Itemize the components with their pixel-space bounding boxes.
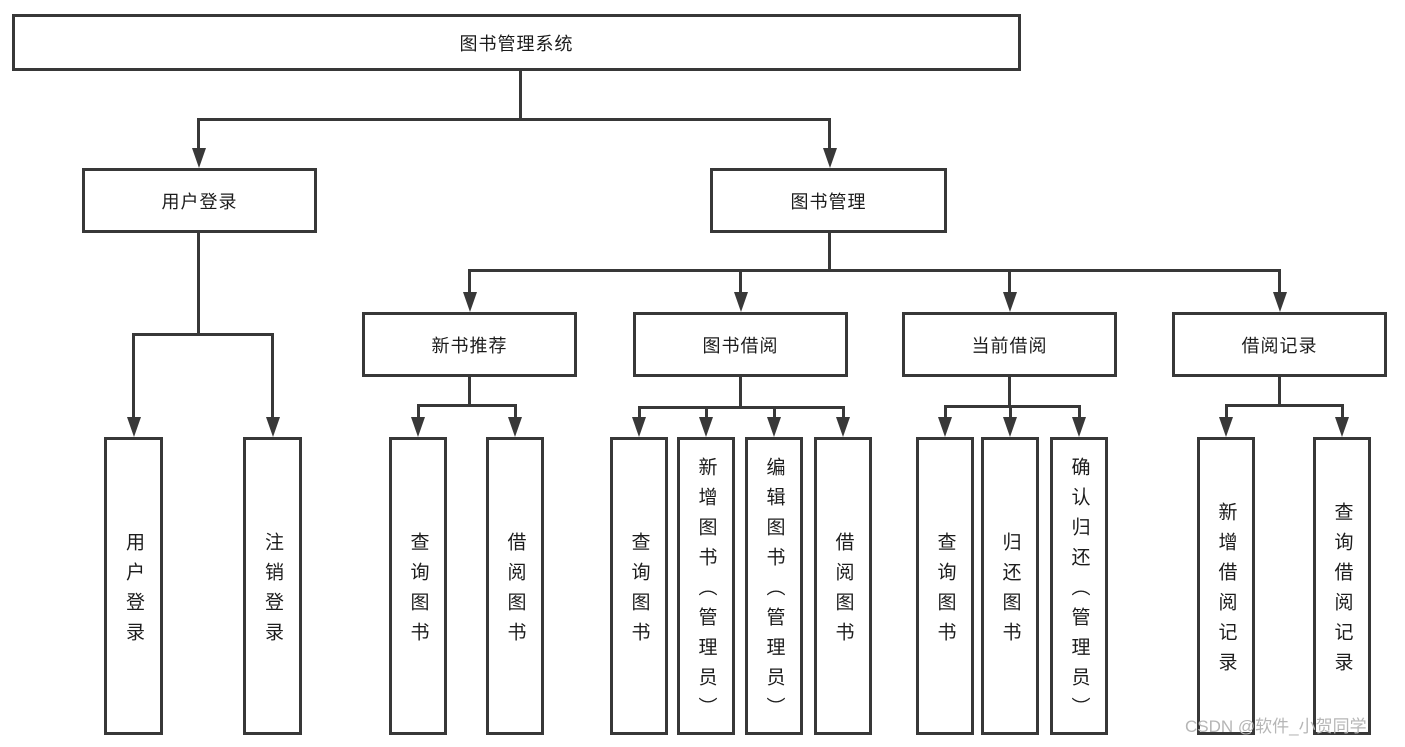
arrowhead-cb-query xyxy=(938,417,952,437)
connector-drop-bb-borrow xyxy=(841,406,845,417)
connector-drop-login-leaf xyxy=(132,333,135,417)
connector-drop-cb-confirm xyxy=(1077,405,1081,417)
connector-drop-borrowing xyxy=(739,269,742,292)
connector-book-mgmt-bus xyxy=(468,269,1281,272)
connector-drop-bb-query xyxy=(637,406,641,417)
connector-root-bus xyxy=(197,118,831,121)
leaf-nb-borrow-books-label: 借阅图书 xyxy=(504,531,526,652)
leaf-logout: 注销登录 xyxy=(243,437,302,735)
leaf-rec-query-record: 查询借阅记录 xyxy=(1313,437,1371,735)
connector-user-login-stem xyxy=(197,233,200,334)
arrowhead-new-books xyxy=(462,292,477,312)
connector-borrowing-stem xyxy=(739,377,742,408)
leaf-bb-add-books-admin-label: 新增图书（管理员） xyxy=(695,456,717,727)
connector-drop-current xyxy=(1008,269,1011,292)
arrowhead-nb-borrow xyxy=(508,417,522,437)
connector-drop-logout-leaf xyxy=(271,333,274,417)
node-library-system: 图书管理系统 xyxy=(12,14,1021,71)
leaf-rec-add-record: 新增借阅记录 xyxy=(1197,437,1255,735)
connector-drop-user-login xyxy=(197,118,200,149)
connector-records-stem xyxy=(1278,377,1281,406)
leaf-nb-borrow-books: 借阅图书 xyxy=(486,437,544,735)
connector-current-bus xyxy=(943,405,1080,408)
node-user-login: 用户登录 xyxy=(82,168,317,233)
arrowhead-rec-add xyxy=(1219,417,1233,437)
arrowhead-nb-query xyxy=(411,417,425,437)
node-borrowing-records: 借阅记录 xyxy=(1172,312,1387,377)
node-borrowing-records-label: 借阅记录 xyxy=(1241,335,1318,356)
leaf-user-login-label: 用户登录 xyxy=(123,531,144,652)
arrowhead-bb-query xyxy=(632,417,646,437)
connector-borrowing-bus xyxy=(637,406,844,409)
connector-new-books-stem xyxy=(468,377,471,406)
connector-records-bus xyxy=(1224,404,1343,407)
node-book-borrowing: 图书借阅 xyxy=(633,312,848,377)
leaf-bb-query-books-label: 查询图书 xyxy=(628,531,650,652)
connector-drop-nb-query xyxy=(416,404,420,417)
node-user-login-label: 用户登录 xyxy=(161,191,238,212)
leaf-cb-query-books-label: 查询图书 xyxy=(934,531,956,652)
connector-drop-bb-edit xyxy=(772,406,776,417)
arrowhead-bb-edit xyxy=(767,417,781,437)
arrowhead-logout-leaf xyxy=(265,417,280,437)
connector-drop-cb-query xyxy=(943,405,947,417)
csdn-watermark: CSDN @软件_小贺同学 xyxy=(1185,717,1367,736)
leaf-bb-edit-books-admin: 编辑图书（管理员） xyxy=(745,437,803,735)
leaf-bb-borrow-books: 借阅图书 xyxy=(814,437,872,735)
connector-drop-new-books xyxy=(468,269,471,292)
arrowhead-borrowing xyxy=(733,292,748,312)
node-book-management-label: 图书管理 xyxy=(790,191,867,212)
arrowhead-cb-return xyxy=(1003,417,1017,437)
node-new-book-recommend: 新书推荐 xyxy=(362,312,577,377)
node-book-borrowing-label: 图书借阅 xyxy=(702,335,779,356)
leaf-rec-add-record-label: 新增借阅记录 xyxy=(1215,501,1237,682)
leaf-bb-query-books: 查询图书 xyxy=(610,437,668,735)
leaf-logout-label: 注销登录 xyxy=(262,531,283,652)
connector-current-stem xyxy=(1008,377,1011,407)
arrowhead-bb-add xyxy=(699,417,713,437)
node-library-system-label: 图书管理系统 xyxy=(459,33,574,54)
leaf-bb-edit-books-admin-label: 编辑图书（管理员） xyxy=(763,456,785,727)
connector-user-login-bus xyxy=(132,333,274,336)
leaf-bb-add-books-admin: 新增图书（管理员） xyxy=(677,437,735,735)
leaf-cb-return-books: 归还图书 xyxy=(981,437,1039,735)
connector-new-books-bus xyxy=(416,404,517,407)
connector-drop-rec-query xyxy=(1340,404,1344,417)
leaf-cb-confirm-return-admin: 确认归还（管理员） xyxy=(1050,437,1108,735)
arrowhead-records xyxy=(1272,292,1287,312)
leaf-user-login: 用户登录 xyxy=(104,437,163,735)
connector-drop-records xyxy=(1278,269,1281,292)
arrowhead-login-leaf xyxy=(126,417,141,437)
arrowhead-current xyxy=(1002,292,1017,312)
arrowhead-book-mgmt xyxy=(822,148,837,168)
connector-drop-rec-add xyxy=(1224,404,1228,417)
node-current-borrowing-label: 当前借阅 xyxy=(971,335,1048,356)
leaf-bb-borrow-books-label: 借阅图书 xyxy=(832,531,854,652)
node-current-borrowing: 当前借阅 xyxy=(902,312,1117,377)
leaf-cb-confirm-return-admin-label: 确认归还（管理员） xyxy=(1068,456,1090,727)
node-book-management: 图书管理 xyxy=(710,168,947,233)
node-new-book-recommend-label: 新书推荐 xyxy=(431,335,508,356)
leaf-cb-query-books: 查询图书 xyxy=(916,437,974,735)
leaf-cb-return-books-label: 归还图书 xyxy=(999,531,1021,652)
connector-drop-bb-add xyxy=(704,406,708,417)
arrowhead-cb-confirm xyxy=(1072,417,1086,437)
connector-book-mgmt-stem xyxy=(828,233,831,272)
connector-drop-book-mgmt xyxy=(828,118,831,149)
leaf-rec-query-record-label: 查询借阅记录 xyxy=(1331,501,1353,682)
arrowhead-bb-borrow xyxy=(836,417,850,437)
connector-root-stem xyxy=(519,70,522,121)
arrowhead-rec-query xyxy=(1335,417,1349,437)
leaf-nb-query-books: 查询图书 xyxy=(389,437,447,735)
leaf-nb-query-books-label: 查询图书 xyxy=(407,531,429,652)
connector-drop-cb-return xyxy=(1008,405,1012,417)
connector-drop-nb-borrow xyxy=(513,404,517,417)
arrowhead-user-login xyxy=(191,148,206,168)
